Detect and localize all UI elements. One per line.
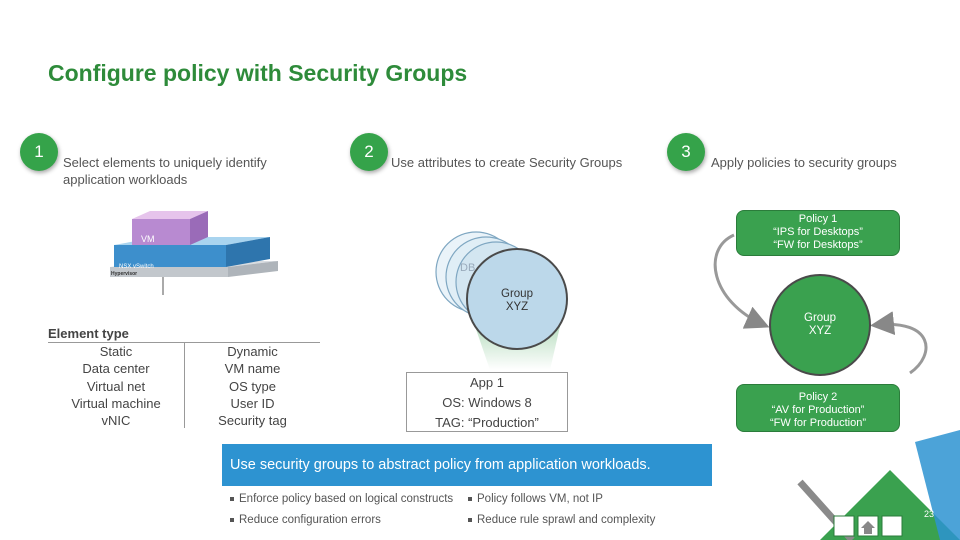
bullet-item: Enforce policy based on logical construc… <box>230 493 453 505</box>
policy-2-box: Policy 2 “AV for Production” “FW for Pro… <box>736 384 900 432</box>
page-number: 23 <box>924 509 935 519</box>
policy-1-title: Policy 1 <box>798 213 838 225</box>
static-item: Virtual net <box>86 378 146 394</box>
step-3-text: Apply policies to security groups <box>711 155 897 170</box>
table-column-divider <box>184 342 185 428</box>
step-3-number: 3 <box>681 142 691 161</box>
footer-blue-shape <box>915 430 960 540</box>
dynamic-item: OS type <box>229 378 276 394</box>
step-2-badge: 2 <box>350 133 388 171</box>
arrow-policy1-to-group <box>713 233 770 329</box>
step-3-badge: 3 <box>667 133 705 171</box>
app-workload-box: App 1 OS: Windows 8 TAG: “Production” <box>406 372 568 432</box>
vswitch-label: NSX vSwitch <box>119 264 154 270</box>
app-name: App 1 <box>470 375 504 390</box>
arrow-policy2-to-group <box>870 311 928 375</box>
step-2-text: Use attributes to create Security Groups <box>391 155 623 170</box>
page-title: Configure policy with Security Groups <box>48 60 468 86</box>
hypervisor-label: Hypervisor <box>111 271 138 277</box>
bullet-item: Reduce rule sprawl and complexity <box>468 514 655 526</box>
group-circle-front <box>466 248 568 350</box>
policy-group-label: Group XYZ <box>804 312 836 337</box>
dynamic-item: Security tag <box>218 413 287 429</box>
app-os: OS: Windows 8 <box>442 395 532 410</box>
step-1-line2: application workloads <box>63 172 188 187</box>
home-icon <box>861 521 875 528</box>
policy-arrows <box>713 233 928 376</box>
static-item: Virtual machine <box>71 395 161 411</box>
policy-1-rule: “FW for Desktops” <box>773 239 863 251</box>
bullet-item: Reduce configuration errors <box>230 514 381 526</box>
policy-1-box: Policy 1 “IPS for Desktops” “FW for Desk… <box>736 210 900 256</box>
bullet-item: Policy follows VM, not IP <box>468 493 603 505</box>
step-1-badge: 1 <box>20 133 58 171</box>
policy-2-rule: “FW for Production” <box>770 417 866 429</box>
dynamic-column: Dynamic VM name OS type User ID Security… <box>185 343 320 429</box>
step-2-number: 2 <box>364 142 374 161</box>
group-back-label: DB <box>460 262 476 274</box>
footer-decoration <box>797 430 960 540</box>
summary-banner: Use security groups to abstract policy f… <box>222 444 712 486</box>
vm-stack-graphic <box>110 211 278 295</box>
app-tag: TAG: “Production” <box>435 415 539 430</box>
vswitch-layer <box>114 245 226 267</box>
policy-1-rule: “IPS for Desktops” <box>773 226 863 238</box>
policy-2-rule: “AV for Production” <box>771 404 865 416</box>
static-item: Data center <box>82 361 150 377</box>
vm-cube <box>132 219 190 245</box>
step-1-line1: Select elements to uniquely identify <box>63 155 267 170</box>
static-column: Static Data center Virtual net Virtual m… <box>48 343 184 429</box>
dynamic-item: User ID <box>230 395 275 411</box>
vm-label: VM <box>141 234 155 244</box>
policy-group-circle <box>769 274 871 376</box>
element-type-header: Element type <box>48 326 129 341</box>
group-front-label: Group XYZ <box>501 288 533 313</box>
dynamic-item: VM name <box>224 361 281 377</box>
step-1-text: Select elements to uniquely identify app… <box>63 154 267 188</box>
step-1-number: 1 <box>34 142 44 161</box>
static-item: vNIC <box>101 413 131 429</box>
dynamic-label: Dynamic <box>227 344 278 359</box>
hypervisor-layer <box>110 267 228 277</box>
policy-2-title: Policy 2 <box>798 391 838 403</box>
static-label: Static <box>99 344 133 359</box>
security-groups-graphic <box>435 231 568 370</box>
footer-green-triangle <box>820 470 960 540</box>
